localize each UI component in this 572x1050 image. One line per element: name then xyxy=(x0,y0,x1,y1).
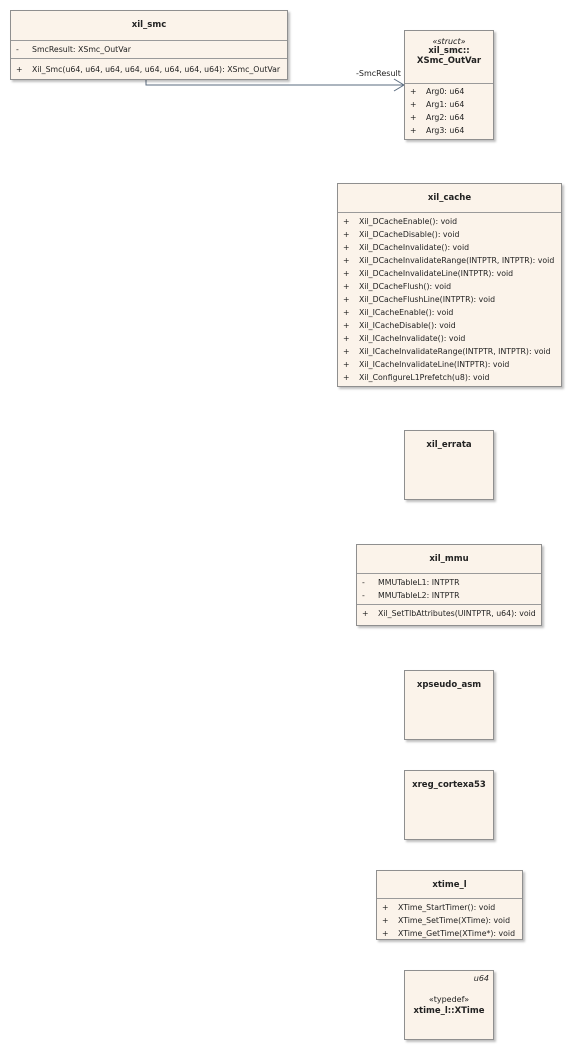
class-xtime-l[interactable]: xtime_l +XTime_StartTimer(): void +XTime… xyxy=(376,870,523,940)
operation-row: +XTime_GetTime(XTime*): void xyxy=(382,929,516,938)
class-xpseudo-asm[interactable]: xpseudo_asm xyxy=(404,670,494,740)
operation-row: +XTime_SetTime(XTime): void xyxy=(382,916,511,925)
operation-row: +Xil_DCacheFlushLine(INTPTR): void xyxy=(343,295,496,304)
operation-row: +Xil_SetTlbAttributes(UINTPTR, u64): voi… xyxy=(362,609,536,618)
stereotype-label: «typedef» xyxy=(428,995,470,1004)
class-name: xil_mmu xyxy=(429,554,469,564)
operations-compartment: +Xil_DCacheEnable(): void +Xil_DCacheDis… xyxy=(338,212,561,384)
class-header: «struct» xil_smc:: XSmc_OutVar xyxy=(405,31,493,83)
operation-row: +Xil_ICacheInvalidate(): void xyxy=(343,334,466,343)
class-name-line2: XSmc_OutVar xyxy=(416,56,482,66)
operation-row: +Xil_ICacheInvalidateRange(INTPTR, INTPT… xyxy=(343,347,551,356)
attribute-row: -SmcResult: XSmc_OutVar xyxy=(16,45,131,54)
operation-row: +Xil_ICacheEnable(): void xyxy=(343,308,454,317)
attributes-compartment: -MMUTableL1: INTPTR -MMUTableL2: INTPTR xyxy=(357,573,541,604)
class-name: xpseudo_asm xyxy=(416,680,482,690)
operation-row: +Xil_ICacheInvalidateLine(INTPTR): void xyxy=(343,360,510,369)
typedef-xtime[interactable]: u64 «typedef» xtime_l::XTime xyxy=(404,970,494,1040)
operation-row: +Xil_DCacheInvalidate(): void xyxy=(343,243,470,252)
class-xil-smc[interactable]: xil_smc -SmcResult: XSmc_OutVar +Xil_Smc… xyxy=(10,10,288,80)
attribute-row: +Arg2: u64 xyxy=(410,113,465,122)
class-xsmc-outvar[interactable]: «struct» xil_smc:: XSmc_OutVar +Arg0: u6… xyxy=(404,30,494,140)
attribute-row: -MMUTableL1: INTPTR xyxy=(362,578,460,587)
operations-compartment: +Xil_Smc(u64, u64, u64, u64, u64, u64, u… xyxy=(11,58,287,78)
operation-row: +Xil_ConfigureL1Prefetch(u8): void xyxy=(343,373,490,382)
operations-compartment: +Xil_SetTlbAttributes(UINTPTR, u64): voi… xyxy=(357,604,541,622)
stereotype-label: «struct» xyxy=(432,37,466,46)
attributes-compartment: -SmcResult: XSmc_OutVar xyxy=(11,40,287,58)
class-name: xil_errata xyxy=(426,440,472,450)
attribute-row: +Arg3: u64 xyxy=(410,126,465,135)
association-role-label: -SmcResult xyxy=(356,69,401,78)
class-xil-errata[interactable]: xil_errata xyxy=(404,430,494,500)
class-xil-mmu[interactable]: xil_mmu -MMUTableL1: INTPTR -MMUTableL2:… xyxy=(356,544,542,626)
class-name: xreg_cortexa53 xyxy=(412,780,486,790)
attribute-row: +Arg0: u64 xyxy=(410,87,465,96)
operation-row: +Xil_DCacheDisable(): void xyxy=(343,230,460,239)
operations-compartment: +XTime_StartTimer(): void +XTime_SetTime… xyxy=(377,898,522,940)
attribute-row: -MMUTableL2: INTPTR xyxy=(362,591,460,600)
class-name-line1: xil_smc:: xyxy=(428,46,470,56)
attribute-row: +Arg1: u64 xyxy=(410,100,465,109)
typedef-base-type: u64 xyxy=(473,974,489,983)
operation-row: +Xil_DCacheEnable(): void xyxy=(343,217,458,226)
operation-row: +Xil_DCacheFlush(): void xyxy=(343,282,452,291)
class-name: xtime_l::XTime xyxy=(413,1006,485,1016)
class-header: «typedef» xtime_l::XTime xyxy=(405,971,493,1016)
class-name: xil_smc xyxy=(131,20,167,30)
class-name: xtime_l xyxy=(432,880,467,890)
operation-row: +Xil_Smc(u64, u64, u64, u64, u64, u64, u… xyxy=(16,65,281,74)
operation-row: +Xil_ICacheDisable(): void xyxy=(343,321,456,330)
operation-row: +XTime_StartTimer(): void xyxy=(382,903,496,912)
class-xil-cache[interactable]: xil_cache +Xil_DCacheEnable(): void +Xil… xyxy=(337,183,562,387)
operation-row: +Xil_DCacheInvalidateLine(INTPTR): void xyxy=(343,269,514,278)
attributes-compartment: +Arg0: u64 +Arg1: u64 +Arg2: u64 +Arg3: … xyxy=(405,83,493,138)
class-name: xil_cache xyxy=(427,193,472,203)
class-xreg-cortexa53[interactable]: xreg_cortexa53 xyxy=(404,770,494,840)
operation-row: +Xil_DCacheInvalidateRange(INTPTR, INTPT… xyxy=(343,256,555,265)
